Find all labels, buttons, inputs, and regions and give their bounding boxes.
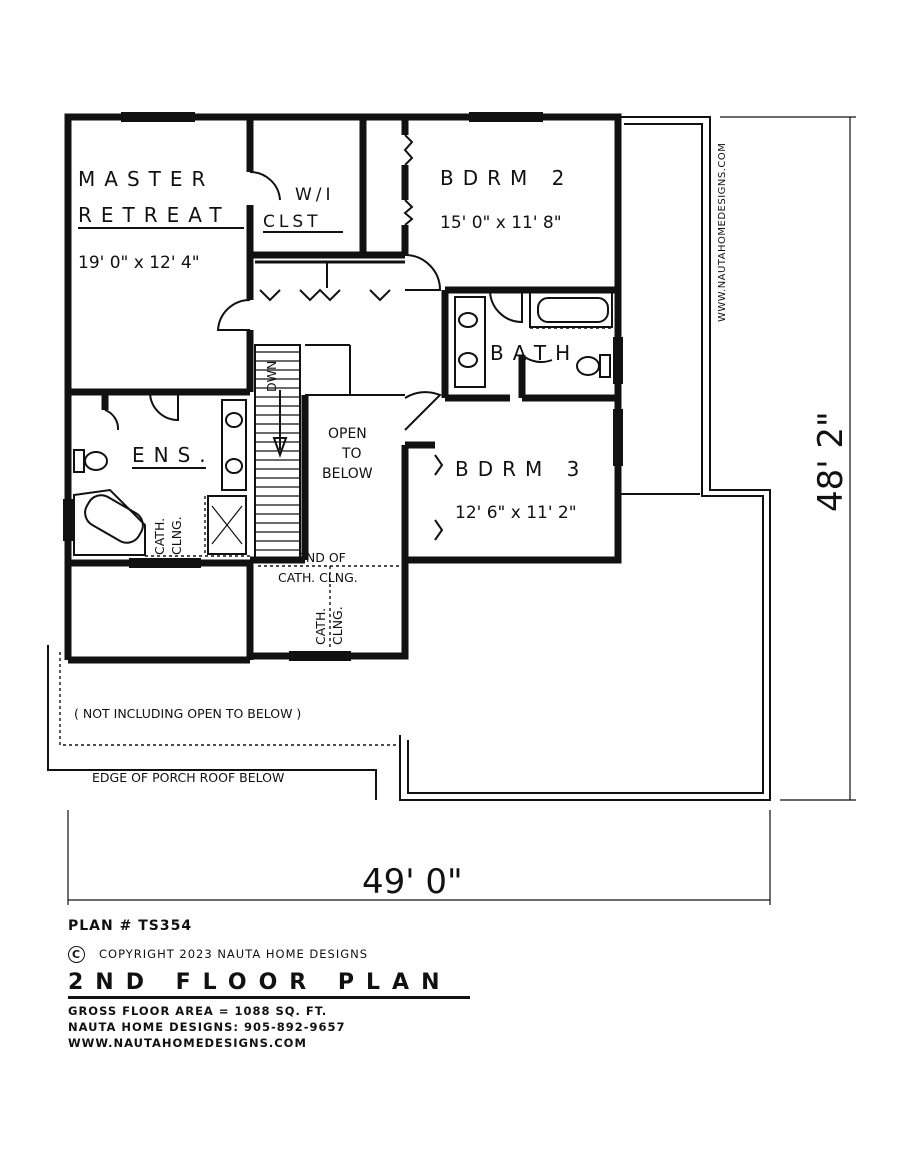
stair-down-label: DWN xyxy=(264,361,279,392)
open-to-below-line1: OPEN xyxy=(328,426,367,442)
fixtures xyxy=(73,291,613,557)
doors xyxy=(104,134,553,541)
ensuite-cath-label: CATH. xyxy=(152,518,167,555)
end-of-cath-label: CATH. CLNG. xyxy=(278,570,358,585)
website-line: WWW.NAUTAHOMEDESIGNS.COM xyxy=(68,1036,307,1050)
roof-outline xyxy=(47,116,771,801)
width-dimension: 49' 0" xyxy=(362,862,463,902)
master-label-line1: MASTER xyxy=(78,167,214,191)
gross-floor-area: GROSS FLOOR AREA = 1088 SQ. FT. xyxy=(68,1004,328,1018)
ensuite-label: ENS. xyxy=(132,443,215,467)
floor-plan-drawing: MASTER RETREAT 19' 0" x 12' 4" W/I CLST … xyxy=(47,112,856,905)
plan-number: PLAN # TS354 xyxy=(68,918,193,934)
windows xyxy=(63,112,623,661)
not-including-note: ( NOT INCLUDING OPEN TO BELOW ) xyxy=(74,706,301,721)
title-underline xyxy=(68,996,470,999)
bdrm3-label: BDRM 3 xyxy=(455,457,588,481)
depth-dimension: 48' 2" xyxy=(811,411,851,512)
floor-plan-title: 2ND FLOOR PLAN xyxy=(68,970,452,995)
interior-walls xyxy=(64,117,618,664)
copyright-row: C COPYRIGHT 2023 NAUTA HOME DESIGNS xyxy=(68,946,368,963)
bath-label: BATH xyxy=(490,341,579,365)
open-to-below-line3: BELOW xyxy=(322,466,373,482)
exterior-walls xyxy=(64,113,622,660)
wic-label-line2: CLST xyxy=(263,212,322,232)
bdrm3-size: 12' 6" x 11' 2" xyxy=(455,503,577,523)
end-of-label: END OF xyxy=(298,550,346,565)
open-to-below-line2: TO xyxy=(341,446,362,462)
wic-label-line1: W/I xyxy=(295,185,335,205)
ceiling-lines xyxy=(258,565,400,650)
bdrm2-size: 15' 0" x 11' 8" xyxy=(440,213,562,233)
vertical-website: WWW.NAUTAHOMEDESIGNS.COM xyxy=(717,143,728,322)
copyright-icon: C xyxy=(68,946,85,963)
phone-line: NAUTA HOME DESIGNS: 905-892-9657 xyxy=(68,1020,346,1034)
bdrm2-label: BDRM 2 xyxy=(440,166,573,190)
ensuite-clng-label: CLNG. xyxy=(169,516,184,555)
copyright-text: COPYRIGHT 2023 NAUTA HOME DESIGNS xyxy=(99,947,369,961)
master-size: 19' 0" x 12' 4" xyxy=(78,253,200,273)
dimension-lines xyxy=(67,116,856,905)
master-label-line2: RETREAT xyxy=(78,203,231,227)
porch-roof-note: EDGE OF PORCH ROOF BELOW xyxy=(92,770,284,785)
stair-clng-label: CLNG. xyxy=(330,606,345,645)
stair-cath-label: CATH. xyxy=(313,608,328,645)
staircase xyxy=(254,344,405,561)
